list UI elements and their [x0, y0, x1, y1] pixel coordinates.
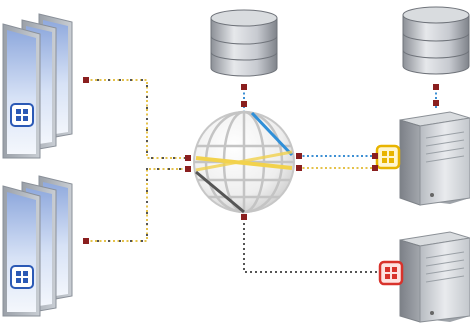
connector-dot	[372, 153, 378, 159]
connector-dot	[296, 153, 302, 159]
windows-logo-icon	[10, 103, 34, 127]
database-right[interactable]	[402, 6, 470, 75]
client-panel-front	[2, 185, 41, 317]
connector-dot	[83, 238, 89, 244]
connector-dot	[241, 84, 247, 90]
client-stack-top[interactable]	[2, 13, 73, 159]
link-client-top-to-globe	[86, 79, 188, 159]
connector-dot	[241, 214, 247, 220]
windows-logo-icon	[10, 265, 34, 289]
client-panel-front	[2, 23, 41, 159]
connector-dots	[83, 77, 439, 244]
server-status-icon-red	[378, 260, 404, 286]
connector-dot	[185, 155, 191, 161]
client-stack-bottom[interactable]	[2, 175, 73, 317]
database-left[interactable]	[210, 9, 278, 77]
globe-highlight-blue	[250, 111, 294, 157]
connector-dot	[433, 84, 439, 90]
link-globe-to-server-top	[298, 155, 375, 169]
connector-dot	[372, 165, 378, 171]
globe-highlight-yellow-2	[195, 150, 293, 172]
network-globe[interactable]	[193, 110, 295, 214]
globe-highlight-gray	[195, 170, 245, 214]
server-bottom[interactable]	[399, 231, 470, 323]
globe-highlight-yellow	[195, 156, 293, 170]
connector-dot	[433, 100, 439, 106]
link-client-bottom-to-globe	[86, 168, 188, 242]
connector-dot	[83, 77, 89, 83]
server-top[interactable]	[399, 111, 470, 206]
connector-dot	[241, 101, 247, 107]
connector-dot	[296, 165, 302, 171]
connector-dot	[185, 166, 191, 172]
link-globe-to-server-bottom	[243, 218, 380, 273]
server-status-icon-yellow	[375, 144, 401, 170]
